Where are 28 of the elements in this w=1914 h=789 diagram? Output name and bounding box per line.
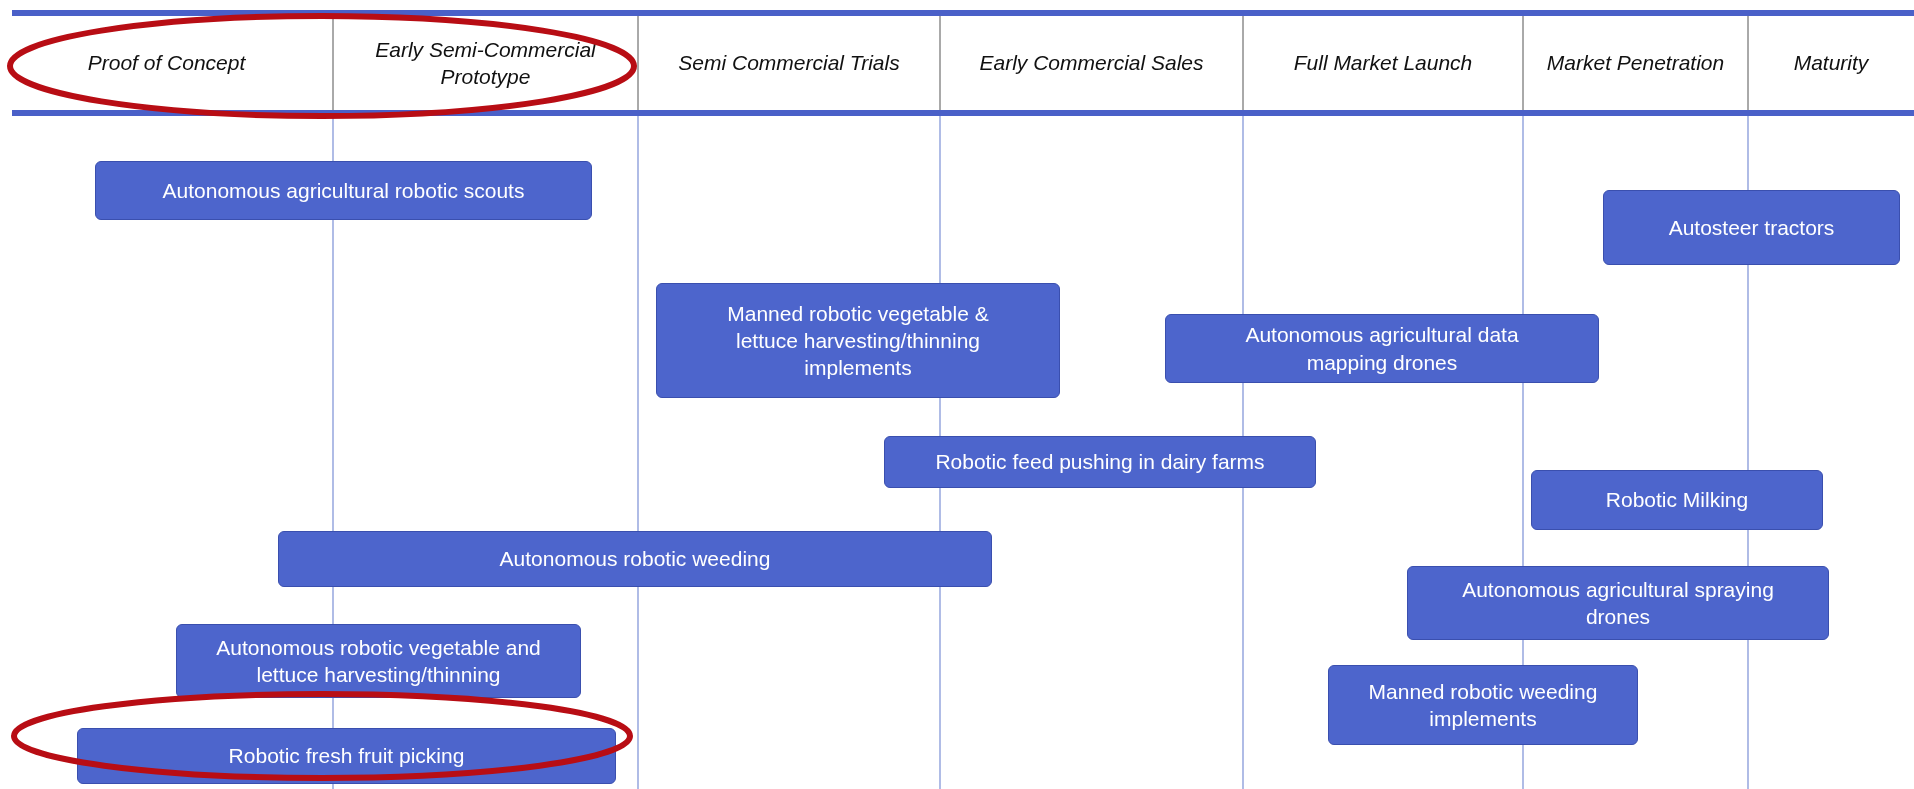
timeline-bar: [95, 161, 592, 220]
bar-label: Autonomous agricultural data mapping drones: [1244, 322, 1520, 376]
bar-label: Manned robotic weeding implements: [1367, 678, 1599, 732]
timeline-bar: [1328, 665, 1638, 745]
stage-heading: Proof of Concept: [87, 50, 246, 77]
timeline-bar: [884, 436, 1316, 488]
timeline-bar: [1165, 314, 1599, 383]
stage-heading: Full Market Launch: [1293, 50, 1473, 77]
stage-heading: Early Semi-Commercial Prototype: [374, 36, 597, 90]
bar-label: Robotic Milking: [1605, 487, 1749, 514]
timeline-bar: [1603, 190, 1900, 265]
timeline-bar: [278, 531, 992, 587]
stage-heading: Early Commercial Sales: [979, 50, 1204, 77]
timeline-bar: [176, 624, 581, 698]
bar-label: Robotic feed pushing in dairy farms: [935, 449, 1265, 476]
timeline-bar: [1407, 566, 1829, 640]
stage-heading: Maturity: [1793, 50, 1869, 77]
timeline-bar: [1531, 470, 1823, 530]
bar-label: Autosteer tractors: [1668, 214, 1835, 241]
bar-label: Autonomous robotic vegetable and lettuce harvesting/thinning: [215, 634, 542, 688]
stage-heading: Semi Commercial Trials: [678, 50, 900, 77]
timeline-bar: [656, 283, 1060, 398]
stage-heading: Market Penetration: [1546, 50, 1725, 77]
bar-label: Robotic fresh fruit picking: [228, 743, 465, 770]
bar-label: Autonomous robotic weeding: [499, 546, 771, 573]
bar-label: Autonomous agricultural spraying drones: [1461, 576, 1775, 630]
bar-label: Manned robotic vegetable & lettuce harvesting/thinning implements: [726, 300, 990, 382]
bar-label: Autonomous agricultural robotic scouts: [162, 177, 525, 204]
